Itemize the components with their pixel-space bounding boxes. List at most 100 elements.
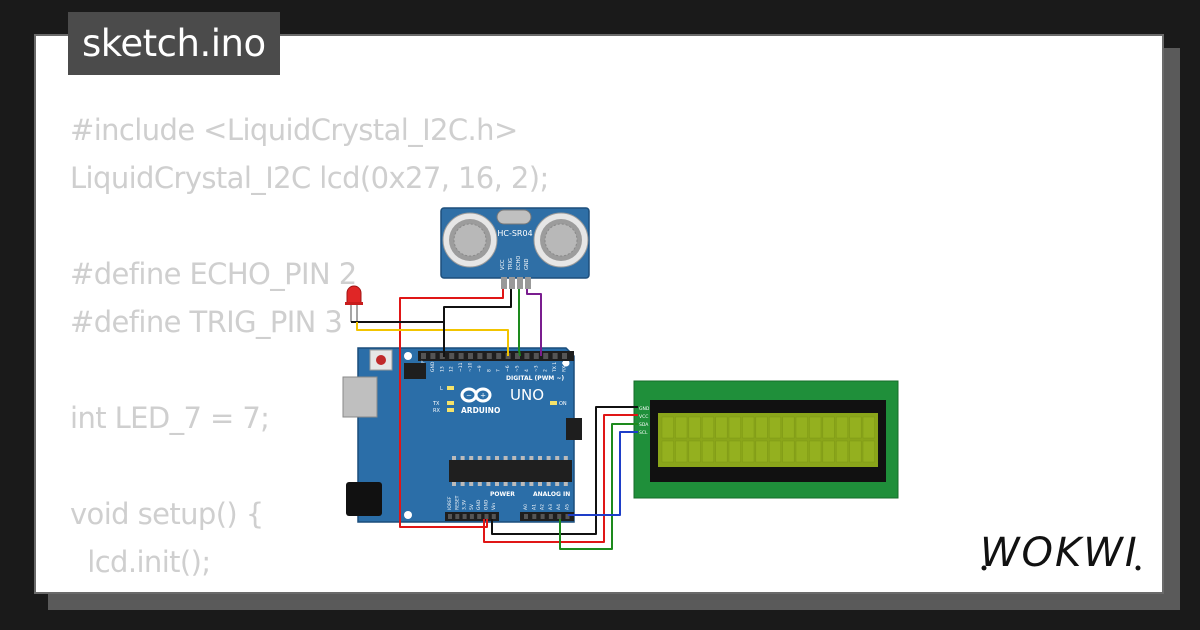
power-header-label: POWER bbox=[490, 491, 515, 498]
digital-header-label: DIGITAL (PWM ~) bbox=[506, 375, 564, 382]
wire-green-lcd-sda[interactable] bbox=[559, 423, 638, 550]
analog-header-label: ANALOG IN bbox=[533, 491, 570, 498]
transducer-left bbox=[442, 212, 498, 268]
digital-pin[interactable] bbox=[515, 353, 520, 359]
digital-pin[interactable] bbox=[458, 353, 464, 359]
board-brand: ARDUINO bbox=[461, 406, 500, 415]
digital-pin[interactable] bbox=[533, 353, 539, 359]
code-line: #define ECHO_PIN 2 bbox=[70, 257, 357, 291]
led-label: ON bbox=[559, 401, 567, 407]
lcd-pin-label: SCL bbox=[639, 430, 648, 436]
analog-pin[interactable] bbox=[540, 514, 545, 519]
lcd-1602-module[interactable]: GND VCC SDA SCL bbox=[633, 380, 899, 499]
digital-pin[interactable] bbox=[543, 353, 549, 359]
power-pin[interactable] bbox=[484, 514, 489, 519]
analog-pin[interactable] bbox=[565, 514, 570, 519]
analog-pin[interactable] bbox=[557, 514, 562, 519]
led-label: L bbox=[440, 386, 443, 392]
wire-blue-lcd-scl[interactable] bbox=[568, 431, 638, 516]
digital-pin[interactable] bbox=[562, 353, 567, 359]
code-line: #define TRIG_PIN 3 bbox=[70, 305, 343, 339]
svg-text:−: − bbox=[466, 392, 472, 400]
power-pin[interactable] bbox=[477, 514, 482, 519]
wokwi-logo-text: WOKWI bbox=[980, 530, 1139, 576]
code-line: int LED_7 = 7; bbox=[70, 401, 270, 435]
code-line: lcd.init(); bbox=[70, 545, 211, 579]
wires bbox=[351, 289, 638, 550]
digital-pin-label: ~11 bbox=[458, 362, 464, 372]
red-led[interactable] bbox=[345, 285, 363, 322]
svg-text:+: + bbox=[480, 392, 486, 400]
digital-pin-label: 8 bbox=[486, 369, 492, 372]
power-pin-label: GND bbox=[484, 499, 490, 510]
power-jack bbox=[346, 482, 382, 516]
preview-card: #include <LiquidCrystal_I2C.h> LiquidCrys… bbox=[34, 34, 1164, 594]
analog-pin-label: A3 bbox=[548, 504, 554, 510]
wire-green-echo[interactable] bbox=[518, 289, 521, 357]
reset-button[interactable] bbox=[376, 355, 386, 365]
microcontroller-chip bbox=[449, 460, 572, 482]
wire-black-sensor[interactable] bbox=[443, 289, 512, 357]
digital-pin-label: ~3 bbox=[533, 365, 539, 372]
digital-pin[interactable] bbox=[421, 353, 426, 359]
analog-pin[interactable] bbox=[532, 514, 537, 519]
digital-pin[interactable] bbox=[496, 353, 502, 359]
digital-pin-label: ~5 bbox=[515, 365, 521, 372]
usb-port bbox=[342, 376, 378, 418]
digital-pin-label: 13 bbox=[439, 366, 445, 372]
analog-pin-label: A2 bbox=[540, 504, 546, 510]
power-pin-label: Vin bbox=[491, 503, 497, 510]
code-line: #include <LiquidCrystal_I2C.h> bbox=[70, 113, 518, 147]
digital-pin-label: 4 bbox=[524, 369, 530, 372]
digital-pin[interactable] bbox=[477, 353, 483, 359]
led-label: RX bbox=[433, 408, 440, 414]
digital-pin-label: 12 bbox=[449, 366, 455, 372]
digital-pin[interactable] bbox=[430, 353, 436, 359]
power-pin[interactable] bbox=[455, 514, 460, 519]
power-pin-label: RESET bbox=[454, 495, 460, 510]
power-pin[interactable] bbox=[469, 514, 474, 519]
code-line: LiquidCrystal_I2C lcd(0x27, 16, 2); bbox=[70, 161, 549, 195]
analog-pin-label: A0 bbox=[523, 504, 529, 510]
wokwi-logo[interactable]: WOKWI bbox=[978, 528, 1148, 576]
sensor-label: HC-SR04 bbox=[497, 229, 532, 238]
wire-red-sensor-vcc[interactable] bbox=[399, 289, 504, 528]
digital-pin[interactable] bbox=[449, 353, 455, 359]
digital-pin[interactable] bbox=[439, 353, 445, 359]
power-pin[interactable] bbox=[462, 514, 467, 519]
analog-pin[interactable] bbox=[524, 514, 528, 519]
power-pin-label: 5V bbox=[469, 503, 475, 510]
analog-pin-label: A1 bbox=[531, 504, 537, 510]
wire-yellow-led-pin7[interactable] bbox=[356, 322, 509, 356]
digital-pin[interactable] bbox=[552, 353, 558, 359]
digital-pin-label: 7 bbox=[496, 369, 502, 372]
sensor-pin-label: GND bbox=[524, 258, 530, 270]
board-leds: L TX RX ON bbox=[432, 386, 567, 414]
analog-pin[interactable] bbox=[548, 514, 553, 519]
led-label: TX bbox=[432, 401, 440, 407]
power-pin[interactable] bbox=[448, 514, 452, 519]
ultrasonic-sensor[interactable]: HC-SR04 VCC TRIG ECHO GND bbox=[440, 207, 590, 289]
sensor-pin-label: VCC bbox=[500, 259, 506, 270]
arduino-logo: − + UNO ARDUINO bbox=[460, 386, 544, 415]
wire-purple-gnd[interactable] bbox=[526, 289, 542, 356]
analog-header bbox=[520, 512, 574, 521]
lcd-pin-label: SDA bbox=[639, 422, 649, 428]
wire-red-lcd-vcc[interactable] bbox=[483, 414, 638, 543]
analog-pin-label: A4 bbox=[556, 504, 562, 510]
digital-pin[interactable] bbox=[486, 353, 492, 359]
wire-black-lcd-gnd[interactable] bbox=[491, 406, 638, 535]
digital-pin[interactable] bbox=[468, 353, 473, 359]
file-name-tab: sketch.ino bbox=[68, 12, 280, 75]
lcd-pin-label: VCC bbox=[639, 414, 648, 420]
power-pin-label: GND bbox=[476, 499, 482, 510]
code-listing: #include <LiquidCrystal_I2C.h> LiquidCrys… bbox=[70, 106, 549, 592]
power-pin[interactable] bbox=[491, 514, 496, 519]
digital-header bbox=[418, 351, 574, 361]
board-model: UNO bbox=[510, 386, 544, 404]
digital-pin[interactable] bbox=[524, 353, 530, 359]
analog-pin-label: A5 bbox=[565, 504, 571, 510]
transducer-right bbox=[533, 212, 589, 268]
